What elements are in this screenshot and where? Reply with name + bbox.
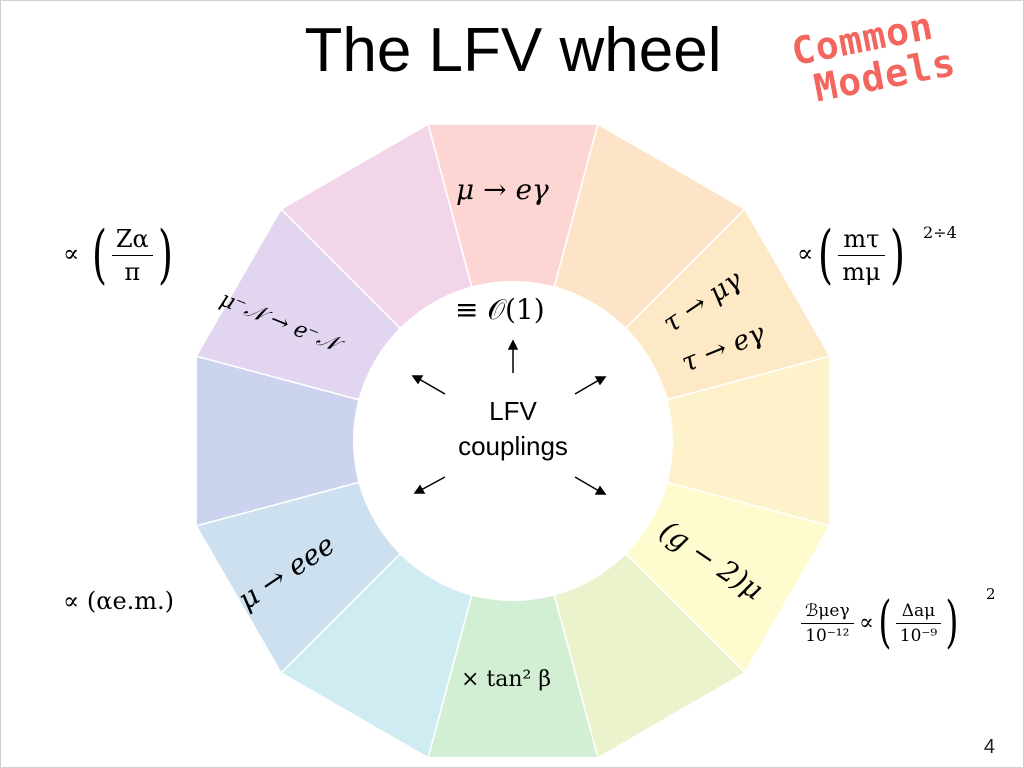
arrow-upper-left-head [411,375,424,385]
br-prop: ∝ [859,610,874,636]
z-alpha-numerator: Zα [111,225,153,256]
wheel-center [353,281,673,601]
mass-prop: ∝ [797,239,814,268]
z-alpha-denominator: π [124,257,141,286]
br-denominator: 10⁻¹² [805,625,850,646]
arrow-upper-left [418,378,446,395]
center-label-line-1: LFV [489,396,537,426]
segment-label-tan-beta: × tan² β [461,667,552,692]
arrow-upper-right [574,379,600,395]
arrow-lower-left-head [413,484,426,494]
annotation-alpha-em: ∝ (αe.m.) [63,587,175,615]
arrow-lower-left [420,476,446,491]
br-numerator: ℬμeγ [801,601,854,624]
slide-title: The LFV wheel [304,16,722,85]
page-number: 4 [983,736,995,758]
mass-exponent: 2÷4 [923,223,957,242]
mass-left-paren: ( [818,218,834,292]
center-arrows [411,339,607,495]
center-order-one: ≡ 𝒪(1) [455,293,545,326]
z-alpha-right-paren: ) [157,218,173,292]
da-denominator: 10⁻⁹ [899,625,938,646]
center-label-line-2: couplings [458,431,568,461]
wheel-segments [195,123,831,759]
z-alpha-prop: ∝ [63,239,80,268]
arrow-upper-right-head [594,376,607,386]
da-numerator: Δaμ [895,601,942,624]
mass-denominator: mμ [842,257,881,286]
mass-right-paren: ) [889,218,905,292]
arrow-lower-right-head [594,485,607,495]
arrow-lower-right [574,476,600,492]
da-right-paren: ) [945,590,959,655]
segment-label-mu-e-gamma: μ → eγ [456,173,549,206]
da-left-paren: ( [878,590,892,655]
mass-numerator: mτ [838,225,885,256]
da-exponent: 2 [986,585,996,603]
z-alpha-left-paren: ( [91,218,107,292]
arrow-up-head [507,339,519,350]
